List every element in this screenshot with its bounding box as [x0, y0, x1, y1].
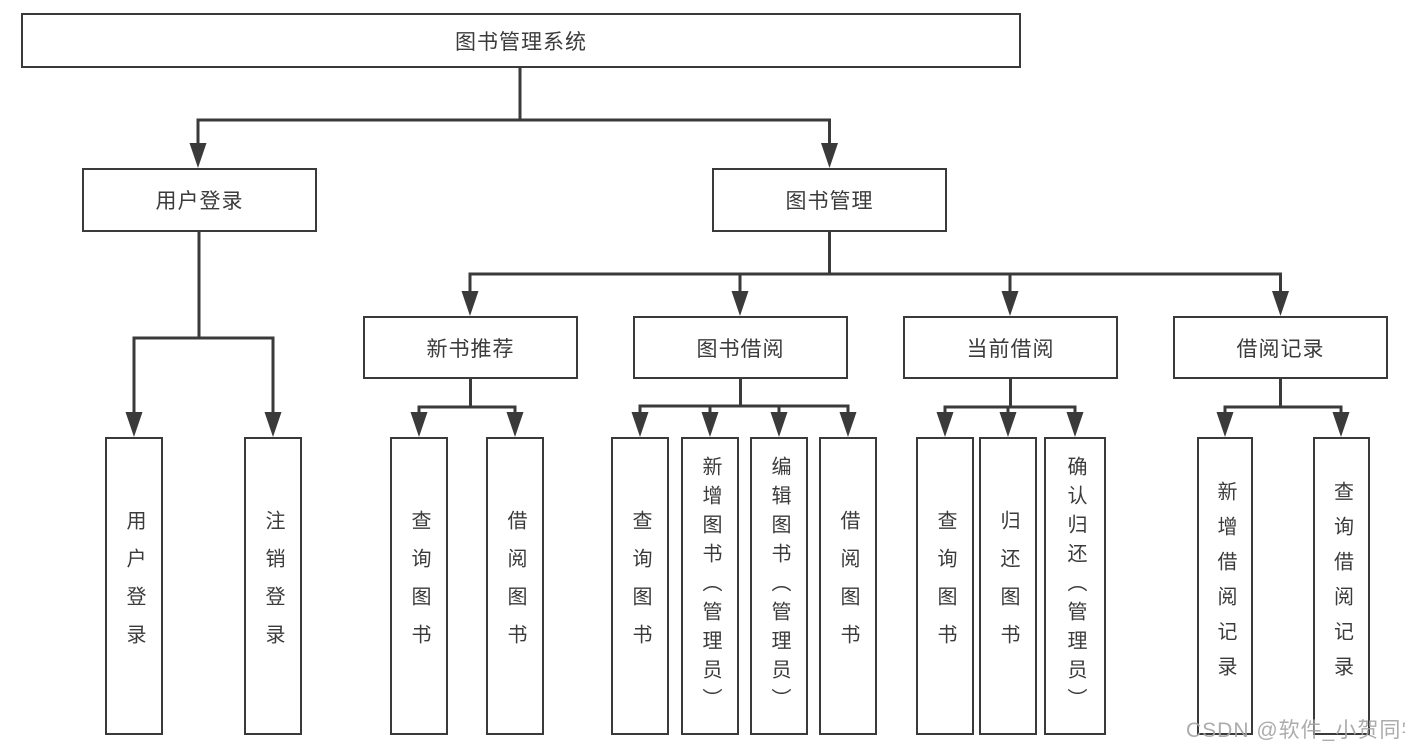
leaf-return-books-label: 归还图书 [997, 510, 1019, 662]
leaf-edit-books-admin-label: 编辑图书（管理员） [768, 455, 790, 717]
leaf-logout-label: 注销登录 [262, 510, 284, 662]
leaf-query-borrow-record: 查询借阅记录 [1313, 437, 1370, 735]
leaf-user-login: 用户登录 [105, 437, 163, 735]
leaf-borrow-books: 借阅图书 [819, 437, 877, 735]
leaf-add-books-admin: 新增图书（管理员） [681, 437, 739, 735]
csdn-watermark: CSDN @软件_小贺同学 [1186, 719, 1405, 742]
connector-records-split [1216, 379, 1350, 437]
leaf-query-books-recommend: 查询图书 [390, 437, 448, 735]
node-book-borrow: 图书借阅 [633, 316, 848, 379]
leaf-add-books-admin-label: 新增图书（管理员） [699, 455, 721, 717]
node-user-login: 用户登录 [82, 168, 317, 232]
leaf-borrow-books-recommend-label: 借阅图书 [504, 510, 526, 662]
node-borrow-records: 借阅记录 [1173, 316, 1388, 379]
connector-new-books-split [410, 379, 524, 437]
node-new-book-recommend: 新书推荐 [363, 316, 578, 379]
node-book-management: 图书管理 [712, 168, 947, 232]
node-root-label: 图书管理系统 [455, 30, 587, 54]
node-borrow-records-label: 借阅记录 [1236, 337, 1325, 361]
leaf-user-login-label: 用户登录 [123, 510, 145, 662]
leaf-edit-books-admin: 编辑图书（管理员） [750, 437, 808, 735]
node-new-book-recommend-label: 新书推荐 [426, 337, 515, 361]
node-book-borrow-label: 图书借阅 [696, 337, 785, 361]
leaf-confirm-return-admin-label: 确认归还（管理员） [1064, 455, 1086, 717]
leaf-add-borrow-record-label: 新增借阅记录 [1214, 481, 1236, 691]
leaf-return-books: 归还图书 [979, 437, 1037, 735]
leaf-query-books-recommend-label: 查询图书 [408, 510, 430, 662]
leaf-query-books-current-label: 查询图书 [934, 510, 956, 662]
leaf-logout: 注销登录 [244, 437, 302, 735]
node-current-borrow-label: 当前借阅 [966, 337, 1055, 361]
connector-current-borrow-split [936, 379, 1084, 437]
node-root-library-system: 图书管理系统 [21, 13, 1021, 68]
leaf-query-books-borrow-label: 查询图书 [629, 510, 651, 662]
leaf-borrow-books-recommend: 借阅图书 [486, 437, 544, 735]
leaf-borrow-books-label: 借阅图书 [837, 510, 859, 662]
leaf-add-borrow-record: 新增借阅记录 [1197, 437, 1253, 735]
connector-root-split [189, 68, 838, 168]
connector-book-borrow-split [631, 379, 857, 437]
connector-user-login-split [125, 232, 282, 437]
node-user-login-label: 用户登录 [155, 190, 244, 213]
leaf-query-books-current: 查询图书 [916, 437, 974, 735]
leaf-query-borrow-record-label: 查询借阅记录 [1330, 481, 1353, 691]
leaf-query-books-borrow: 查询图书 [611, 437, 669, 735]
node-current-borrow: 当前借阅 [903, 316, 1118, 379]
leaf-confirm-return-admin: 确认归还（管理员） [1044, 437, 1106, 735]
node-book-management-label: 图书管理 [785, 190, 874, 213]
connector-book-mgmt-split [461, 232, 1289, 316]
